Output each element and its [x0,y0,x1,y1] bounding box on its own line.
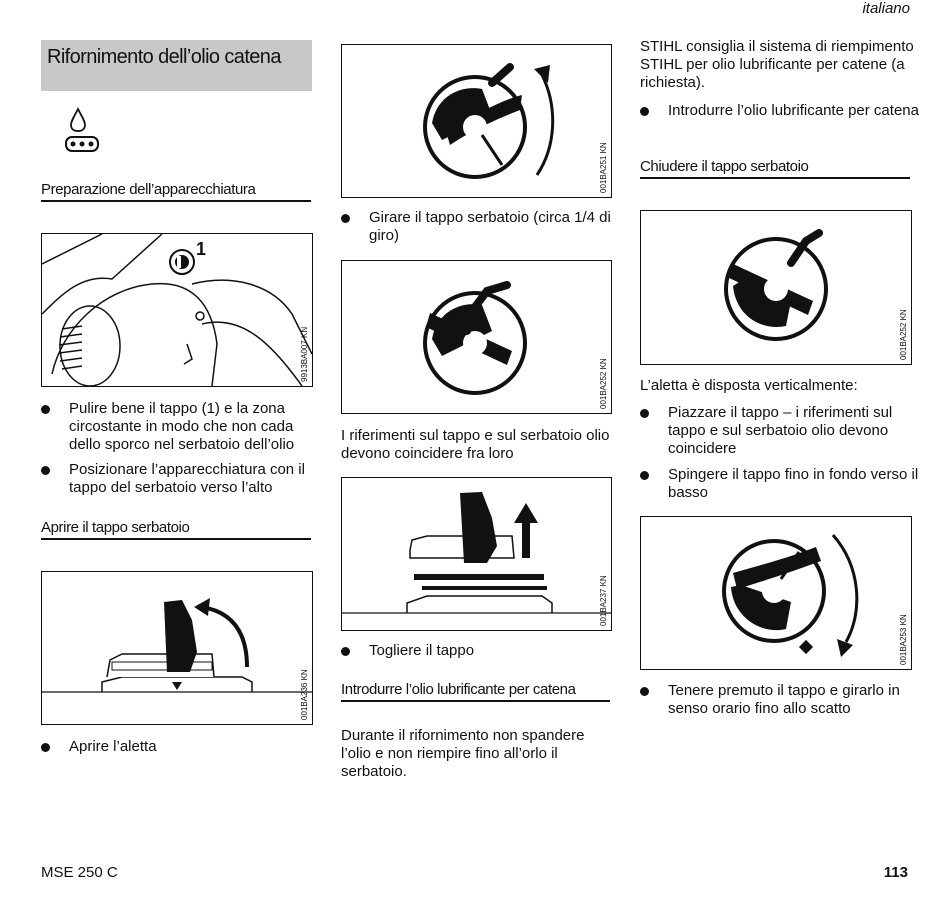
text-marks-coincide: I riferimenti sul tappo e sul serbatoio … [341,427,610,462]
section-title-box: Rifornimento dell’olio catena [41,40,312,91]
bullet-turn-close: Tenere premuto il tappo e girarlo in sen… [640,682,920,718]
bullet-list-close: Piazzare il tappo – i riferimenti sul ta… [640,404,920,502]
list-item: Piazzare il tappo – i riferimenti sul ta… [640,404,920,458]
figure-code: 001BA251 KN [599,142,608,193]
bullet-icon [640,471,649,480]
bullet-remove: Togliere il tappo [341,642,616,660]
bullet-icon [640,409,649,418]
figure-turn-cap: 001BA251 KN [341,44,612,198]
bullet-icon [41,466,50,475]
chain-oil-icon [62,106,102,157]
figure-marks-aligned: 001BA252 KN [341,260,612,414]
heading-fill-oil: Introdurre l’olio lubrificante per caten… [341,681,610,702]
figure-code: 001BA253 KN [899,614,908,665]
text-flap-vertical: L’aletta è disposta verticalmente: [640,377,858,394]
list-item: Tenere premuto il tappo e girarlo in sen… [640,682,920,718]
model-name: MSE 250 C [41,864,118,881]
list-item: Pulire bene il tappo (1) e la zona circo… [41,400,316,454]
figure-code: 001BA236 KN [300,669,309,720]
bullet-icon [640,107,649,116]
list-item: Togliere il tappo [341,642,616,660]
bullet-open: Aprire l’aletta [41,738,316,756]
bullet-icon [640,687,649,696]
callout-number: 1 [196,239,207,259]
language-label: italiano [862,0,910,17]
list-item: Spingere il tappo fino in fondo verso il… [640,466,920,502]
figure-code: 001BA252 KN [899,309,908,360]
figure-turn-clockwise: 001BA253 KN [640,516,912,670]
bullet-fill: Introdurre l’olio lubrificante per caten… [640,102,920,120]
text-fill-warning: Durante il rifornimento non spandere l’o… [341,727,585,780]
list-item: Posizionare l’apparecchiatura con il tap… [41,461,316,497]
figure-code: 001BA237 KN [599,575,608,626]
bullet-icon [41,743,50,752]
heading-open-cap: Aprire il tappo serbatoio [41,519,311,540]
figure-code: 9913BA007 KN [300,326,309,382]
page-number: 113 [883,864,908,881]
heading-preparation: Preparazione dell’apparecchiatura [41,181,311,202]
list-item: Girare il tappo serbatoio (circa 1/4 di … [341,209,616,245]
bullet-icon [341,214,350,223]
bullet-list-prep: Pulire bene il tappo (1) e la zona circo… [41,400,316,497]
figure-remove-cap: 001BA237 KN [341,477,612,631]
figure-machine-cap: 1 9913BA007 KN [41,233,313,387]
list-item: Introdurre l’olio lubrificante per caten… [640,102,920,120]
list-item: Aprire l’aletta [41,738,316,756]
figure-code: 001BA252 KN [599,358,608,409]
figure-cap-vertical: 001BA252 KN [640,210,912,365]
section-title: Rifornimento dell’olio catena [47,46,281,68]
heading-close-cap: Chiudere il tappo serbatoio [640,158,910,179]
text-stihl-recommend: STIHL consiglia il sistema di riempiment… [640,38,914,91]
bullet-turn: Girare il tappo serbatoio (circa 1/4 di … [341,209,616,245]
bullet-icon [41,405,50,414]
figure-open-flap: 001BA236 KN [41,571,313,725]
bullet-icon [341,647,350,656]
